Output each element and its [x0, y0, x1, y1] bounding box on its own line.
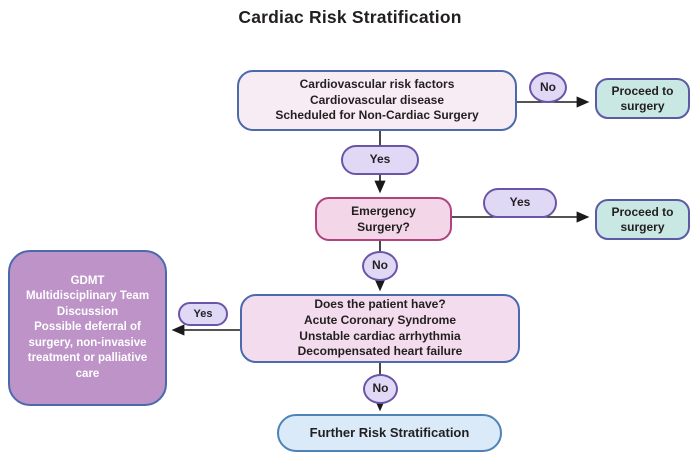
label-no-2: No: [362, 251, 398, 281]
node-emergency-surgery: Emergency Surgery?: [315, 197, 452, 241]
node-does-patient-have: Does the patient have? Acute Coronary Sy…: [240, 294, 520, 363]
node-further-risk-stratification: Further Risk Stratification: [277, 414, 502, 452]
node-cardiovascular-risk: Cardiovascular risk factors Cardiovascul…: [237, 70, 517, 131]
node-proceed-to-surgery-1: Proceed to surgery: [595, 78, 690, 119]
label-no-1: No: [529, 72, 567, 103]
label-yes-2: Yes: [483, 188, 557, 218]
page-title: Cardiac Risk Stratification: [238, 7, 462, 27]
node-proceed-to-surgery-2: Proceed to surgery: [595, 199, 690, 240]
label-yes-1: Yes: [341, 145, 419, 175]
node-gdmt-multidisciplinary: GDMT Multidisciplinary Team Discussion P…: [8, 250, 167, 406]
label-yes-3: Yes: [178, 302, 228, 326]
label-no-3: No: [363, 374, 398, 404]
